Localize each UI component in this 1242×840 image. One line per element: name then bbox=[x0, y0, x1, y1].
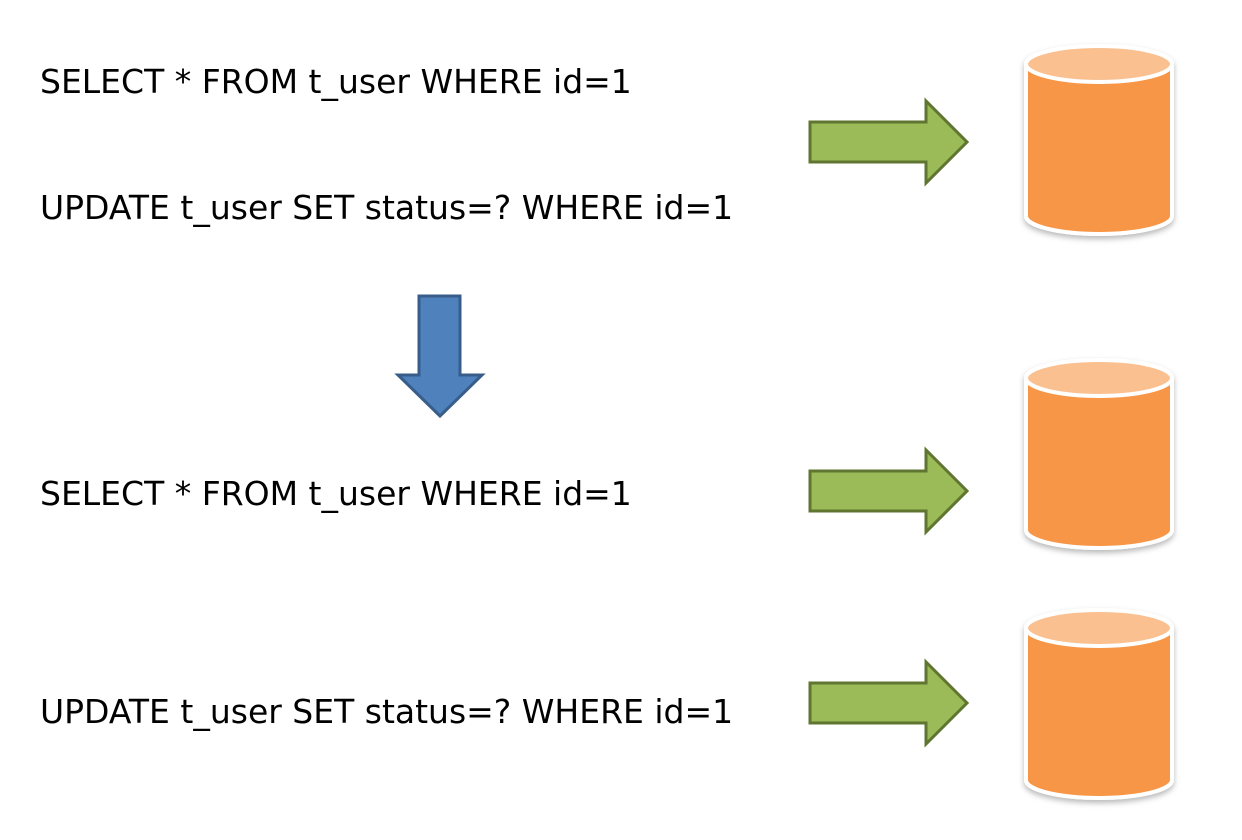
statement-update-group2: UPDATE t_user SET status=? WHERE id=1 bbox=[40, 692, 733, 731]
database-cylinder-icon bbox=[1024, 608, 1174, 800]
statement-select-group1: SELECT * FROM t_user WHERE id=1 bbox=[40, 62, 632, 101]
statement-select-group2: SELECT * FROM t_user WHERE id=1 bbox=[40, 474, 632, 513]
arrow-down-icon bbox=[394, 294, 486, 419]
statement-update-group1: UPDATE t_user SET status=? WHERE id=1 bbox=[40, 188, 733, 227]
arrow-right-icon bbox=[808, 446, 970, 536]
arrow-right-icon bbox=[808, 658, 970, 748]
database-cylinder-icon bbox=[1024, 358, 1174, 550]
arrow-right-icon bbox=[808, 97, 970, 187]
database-cylinder-icon bbox=[1024, 44, 1174, 236]
